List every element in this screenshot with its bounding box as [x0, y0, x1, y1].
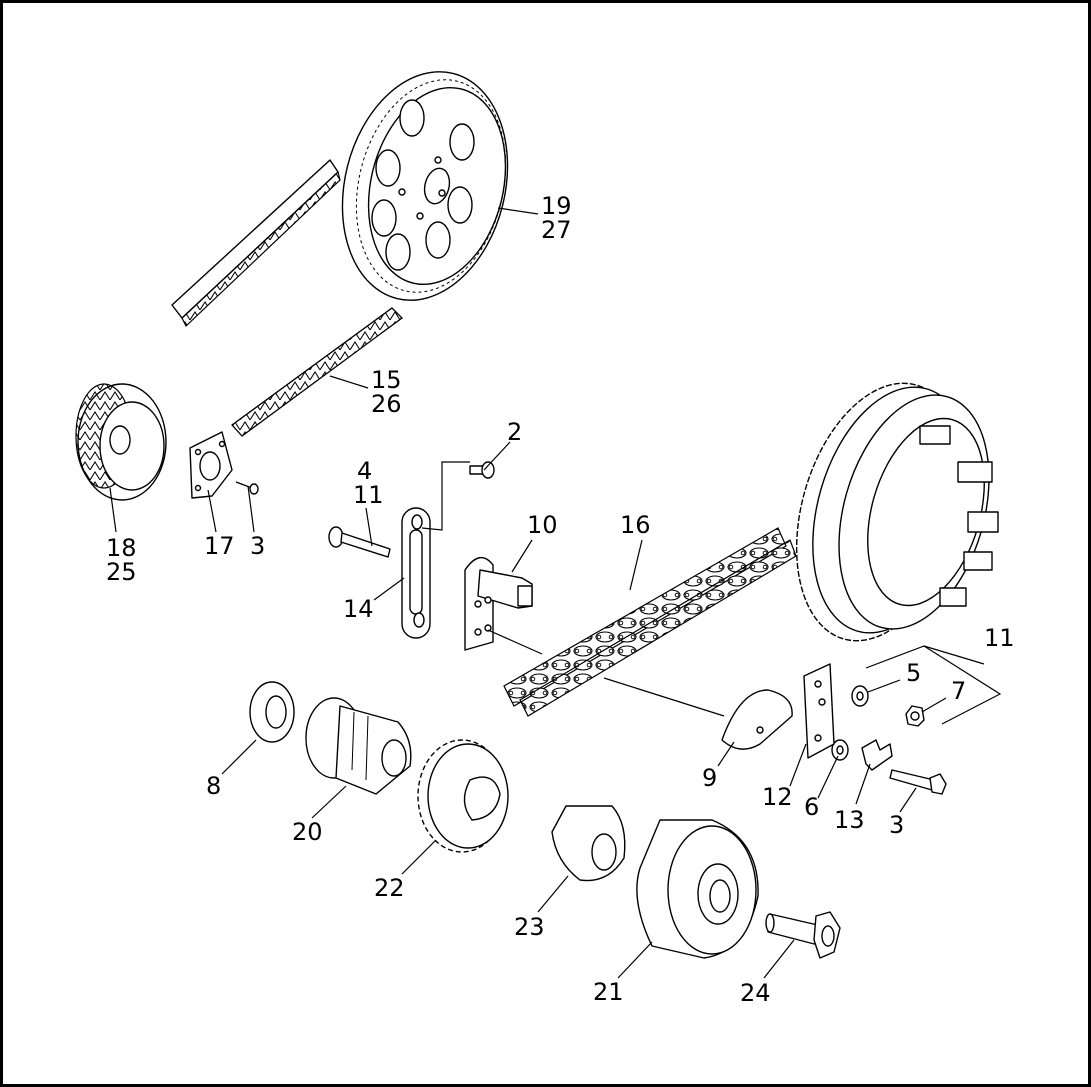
callout-4: 4 [357, 457, 372, 485]
callout-27: 27 [541, 216, 572, 244]
callout-15: 15 [371, 366, 402, 394]
callout-26: 26 [371, 390, 402, 418]
spacer-8 [249, 681, 295, 743]
callout-19: 19 [541, 192, 572, 220]
tensioner-plate [803, 663, 835, 759]
compensator-cover [636, 819, 759, 959]
washer-6 [831, 739, 849, 761]
compensator-bolt [765, 911, 841, 959]
callout-24: 24 [740, 979, 771, 1007]
callout-16: 16 [620, 511, 651, 539]
callout-25: 25 [106, 558, 137, 586]
callout-11-top: 11 [353, 481, 384, 509]
washer-5 [851, 685, 869, 707]
callout-17: 17 [204, 532, 235, 560]
drive-belt-upper [171, 159, 341, 327]
sprocket-22 [417, 739, 509, 853]
callout-7: 7 [951, 677, 966, 705]
lock-plate [189, 431, 233, 499]
callout-11-right: 11 [984, 624, 1015, 652]
tensioner-bracket [464, 557, 533, 651]
callout-13: 13 [834, 806, 865, 834]
primary-chain [503, 527, 797, 717]
nut-7 [905, 705, 925, 727]
callout-20: 20 [292, 818, 323, 846]
rear-belt-pulley [341, 71, 509, 301]
transmission-pulley [75, 383, 167, 501]
lock-plate-screw [235, 481, 259, 495]
callout-18: 18 [106, 534, 137, 562]
bolt-3 [889, 769, 947, 795]
drive-belt-lower [231, 307, 403, 437]
clutch-shell [795, 382, 999, 642]
callout-23: 23 [514, 913, 545, 941]
callout-3-bottom: 3 [889, 811, 904, 839]
compensator-lifter [551, 805, 626, 882]
callout-14: 14 [343, 595, 374, 623]
lock-tab-13 [861, 739, 893, 771]
hub-20 [305, 697, 412, 795]
adjuster-bolt [328, 526, 391, 558]
leader-lines [109, 207, 1002, 979]
callout-6: 6 [804, 793, 819, 821]
callout-2: 2 [507, 418, 522, 446]
callouts: 19 27 15 26 2 4 11 10 16 18 25 17 3 14 1… [106, 192, 1015, 1007]
callout-12: 12 [762, 783, 793, 811]
callout-8: 8 [206, 772, 221, 800]
adjuster-screw [469, 461, 495, 479]
tensioner-shoe [721, 689, 793, 750]
callout-21: 21 [593, 978, 624, 1006]
callout-9: 9 [702, 764, 717, 792]
callout-3-top: 3 [250, 532, 265, 560]
callout-10: 10 [527, 511, 558, 539]
callout-5: 5 [906, 659, 921, 687]
callout-22: 22 [374, 874, 405, 902]
adjuster-plate [401, 507, 431, 639]
